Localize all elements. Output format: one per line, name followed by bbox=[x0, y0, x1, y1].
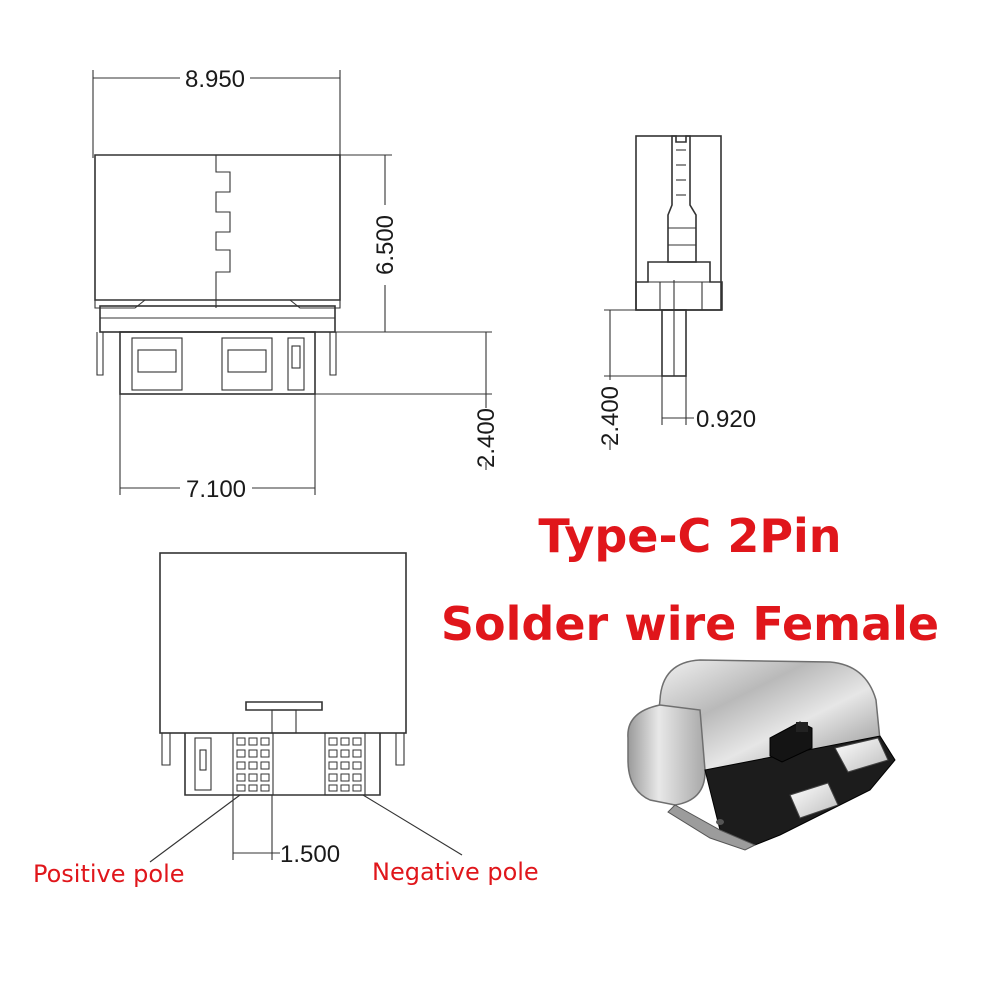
side-pin-top bbox=[667, 135, 697, 263]
body-foot bbox=[289, 299, 341, 309]
dim-top-width: 8.950 bbox=[185, 66, 245, 93]
solder-pad-left bbox=[789, 782, 839, 819]
body-foot bbox=[94, 299, 146, 309]
connector-photo bbox=[627, 659, 896, 851]
pin-window-left-inner bbox=[137, 349, 177, 373]
shell-bottom-strip bbox=[667, 804, 757, 851]
housing-band bbox=[99, 305, 336, 333]
pin-window-left bbox=[131, 337, 183, 391]
body-outline bbox=[94, 154, 341, 301]
bottom-view: 1.500 bbox=[149, 552, 463, 868]
dim-pin-height-side: 2.400 bbox=[597, 386, 624, 446]
positive-pad bbox=[232, 732, 274, 796]
positive-pole-label: Positive pole bbox=[33, 860, 185, 888]
dim-pad-pitch: 1.500 bbox=[280, 841, 340, 868]
dim-bottom-width: 7.100 bbox=[186, 476, 246, 503]
solder-pad-right bbox=[834, 737, 889, 773]
title-line-1: Type-C 2Pin bbox=[538, 509, 841, 563]
negative-pad-grid bbox=[328, 737, 362, 792]
pin-window-small bbox=[287, 337, 305, 391]
negative-pad bbox=[324, 732, 366, 796]
leg-left bbox=[96, 332, 104, 376]
tab-top bbox=[796, 722, 808, 732]
seam bbox=[215, 155, 231, 308]
dim-pin-height-front: 2.400 bbox=[473, 408, 500, 468]
small-window-inner bbox=[199, 749, 207, 771]
title-line-2: Solder wire Female bbox=[441, 597, 939, 651]
dim-pin-thickness: 0.920 bbox=[696, 406, 756, 433]
positive-pad-grid bbox=[236, 737, 270, 792]
bottom-body bbox=[159, 552, 407, 734]
negative-pole-label: Negative pole bbox=[372, 858, 539, 886]
side-shoulder bbox=[635, 261, 723, 311]
small-window bbox=[194, 737, 212, 791]
shell-hole bbox=[716, 819, 724, 825]
pin-window-small-inner bbox=[291, 345, 301, 369]
leg-left bbox=[161, 733, 171, 766]
side-view: 2.400 0.920 bbox=[597, 135, 756, 450]
shell-front bbox=[627, 704, 706, 806]
leg-right bbox=[329, 332, 337, 376]
pin-window-right-inner bbox=[227, 349, 267, 373]
negative-leader bbox=[362, 794, 463, 856]
pin-block bbox=[119, 331, 316, 395]
center-tab-stem bbox=[271, 709, 297, 734]
lower-block bbox=[184, 733, 381, 796]
center-tab bbox=[245, 701, 323, 711]
front-view: 8.950 6.500 2.400 bbox=[92, 66, 500, 503]
positive-leader bbox=[149, 794, 241, 863]
leg-right bbox=[395, 733, 405, 766]
side-outline bbox=[635, 135, 722, 311]
dim-body-height: 6.500 bbox=[372, 215, 399, 275]
pin-window-right bbox=[221, 337, 273, 391]
